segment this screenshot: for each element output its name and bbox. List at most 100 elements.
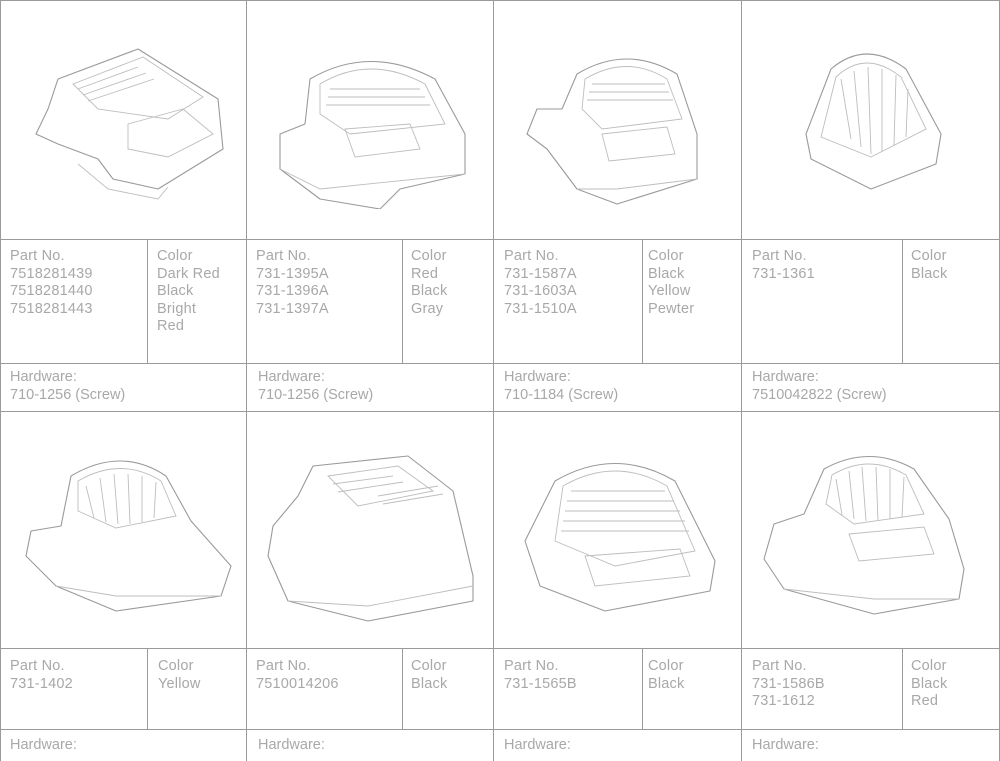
part-number-list: Part No. 731-1565B <box>504 658 577 693</box>
engine-shroud-illustration-icon <box>762 455 965 615</box>
engine-shroud-illustration-icon <box>24 460 232 612</box>
color-list: Color Black Red <box>911 658 947 711</box>
part-number-list: Part No. 731-1402 <box>10 658 73 693</box>
grid-line <box>642 648 643 729</box>
part-no-header: Part No. <box>504 658 559 674</box>
part-number-list: Part No. 731-1587A 731-1603A 731-1510A <box>504 248 577 318</box>
part-number-list: Part No. 7510014206 <box>256 658 339 693</box>
part-illustration-1 <box>10 10 246 238</box>
hardware-label: Hardware: <box>10 737 77 753</box>
grid-line <box>0 729 1000 730</box>
part-number: 731-1603A <box>504 283 577 299</box>
hardware-info-8: Hardware: <box>742 730 1000 761</box>
part-info-4: Part No. 731-1361 Color Black <box>742 240 1000 364</box>
part-number: 7518281443 <box>10 300 93 317</box>
part-no-header: Part No. <box>10 658 65 674</box>
hardware-label: Hardware: <box>504 737 571 753</box>
part-no-header: Part No. <box>256 658 311 674</box>
color-value: Red <box>911 693 939 709</box>
hardware-label: Hardware: <box>10 369 77 385</box>
color-header: Color <box>648 248 684 264</box>
color-value: Black <box>911 675 948 692</box>
hardware-value: 7510042822 (Screw) <box>752 387 887 403</box>
grid-line <box>402 239 403 363</box>
hardware-label: Hardware: <box>258 369 325 385</box>
color-value: Pewter <box>648 300 695 317</box>
part-illustration-2 <box>248 10 492 238</box>
color-value: Black <box>411 283 448 299</box>
part-info-5: Part No. 731-1402 Color Yellow <box>0 650 246 730</box>
color-list: Color Red Black Gray <box>411 248 447 318</box>
color-list: Color Black <box>411 658 447 693</box>
color-header: Color <box>648 658 684 674</box>
grid-line <box>902 239 903 363</box>
hardware-info-5: Hardware: <box>0 730 246 761</box>
part-number-list: Part No. 731-1586B 731-1612 <box>752 658 825 711</box>
color-list: Color Black Yellow Pewter <box>648 248 694 318</box>
hardware-label: Hardware: <box>752 369 819 385</box>
color-value: Yellow <box>648 283 691 299</box>
grid-line <box>246 0 247 761</box>
hardware-value: 710-1184 (Screw) <box>504 387 619 403</box>
part-info-6: Part No. 7510014206 Color Black <box>248 650 492 730</box>
grid-line <box>0 363 1000 364</box>
color-value: Black <box>648 265 685 282</box>
color-value: Red <box>157 318 185 334</box>
grid-line <box>493 0 494 761</box>
part-number: 731-1565B <box>504 675 577 692</box>
part-number: 7518281440 <box>10 283 93 299</box>
part-number: 7518281439 <box>10 265 93 282</box>
part-number: 731-1397A <box>256 300 329 317</box>
color-list: Color Dark Red Black Bright Red <box>157 248 220 336</box>
part-number: 731-1586B <box>752 675 825 692</box>
part-number: 7510014206 <box>256 675 339 692</box>
color-header: Color <box>411 658 447 674</box>
hardware-value: 710-1256 (Screw) <box>10 387 126 403</box>
hardware-info-4: Hardware: 7510042822 (Screw) <box>742 364 1000 412</box>
color-value: Bright <box>157 300 197 317</box>
engine-shroud-illustration-icon <box>266 455 474 622</box>
part-illustration-7 <box>494 414 740 648</box>
grid-line <box>0 648 1000 649</box>
color-list: Color Yellow <box>158 658 201 693</box>
color-value: Black <box>157 283 194 299</box>
hardware-label: Hardware: <box>752 737 819 753</box>
color-header: Color <box>911 658 947 674</box>
color-list: Color Black <box>648 658 684 693</box>
grid-line <box>0 0 1000 1</box>
part-number-list: Part No. 7518281439 7518281440 751828144… <box>10 248 93 318</box>
part-info-2: Part No. 731-1395A 731-1396A 731-1397A C… <box>248 240 492 364</box>
color-value: Dark Red <box>157 265 220 282</box>
color-value: Red <box>411 265 439 282</box>
grid-line <box>741 0 742 761</box>
part-no-header: Part No. <box>10 248 65 264</box>
part-number: 731-1587A <box>504 265 577 282</box>
engine-shroud-illustration-icon <box>279 60 466 209</box>
part-number: 731-1396A <box>256 283 329 299</box>
hardware-label: Hardware: <box>258 737 325 753</box>
color-header: Color <box>411 248 447 264</box>
color-value: Black <box>648 675 685 692</box>
part-illustration-3 <box>494 10 740 238</box>
engine-shroud-illustration-icon <box>35 48 224 200</box>
hardware-info-6: Hardware: <box>248 730 492 761</box>
color-value: Gray <box>411 300 444 317</box>
part-illustration-6 <box>248 414 492 648</box>
color-value: Black <box>911 265 948 282</box>
part-illustration-5 <box>10 414 246 648</box>
part-number: 731-1510A <box>504 300 577 317</box>
grid-line <box>0 411 1000 412</box>
grid-line <box>0 0 1 761</box>
part-info-1: Part No. 7518281439 7518281440 751828144… <box>0 240 246 364</box>
part-number: 731-1395A <box>256 265 329 282</box>
hardware-label: Hardware: <box>504 369 571 385</box>
grid-line <box>402 648 403 729</box>
hardware-value: 710-1256 (Screw) <box>258 387 374 403</box>
part-illustration-8 <box>742 414 990 648</box>
part-number-list: Part No. 731-1361 <box>752 248 815 283</box>
part-no-header: Part No. <box>752 658 807 674</box>
engine-shroud-illustration-icon <box>526 58 698 205</box>
color-list: Color Black <box>911 248 947 283</box>
part-no-header: Part No. <box>256 248 311 264</box>
